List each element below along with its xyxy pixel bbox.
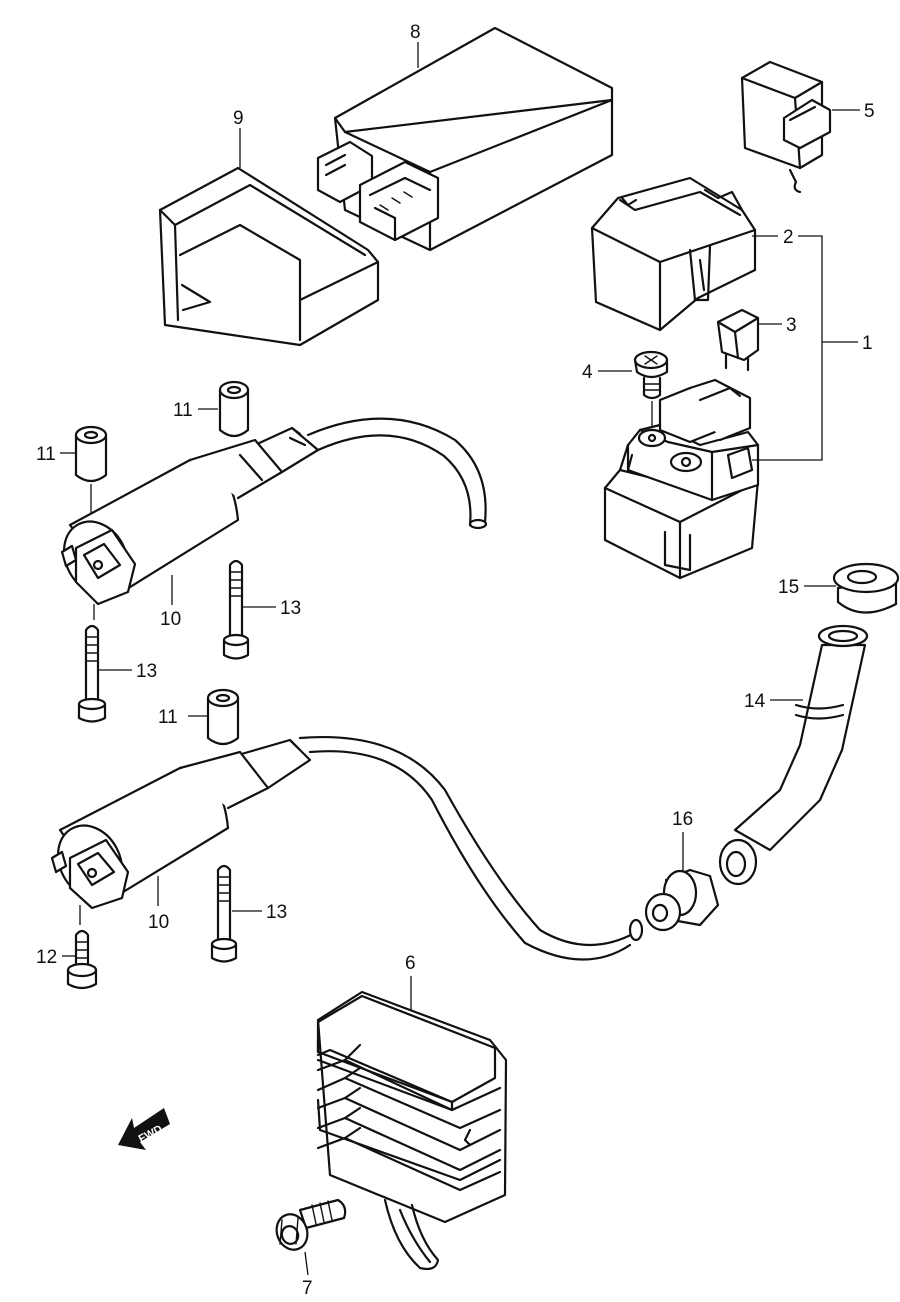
callout-leaders	[60, 42, 860, 1276]
callout-3: 3	[786, 315, 797, 336]
callout-11-lower: 11	[158, 707, 178, 728]
callout-13-c: 13	[266, 902, 287, 923]
part-6-regulator	[316, 990, 508, 1271]
part-2-relay-cover	[590, 176, 757, 332]
part-14-tube	[718, 624, 869, 886]
callout-2: 2	[783, 227, 794, 248]
part-16-grommet	[644, 868, 720, 932]
part-1-starter-relay	[603, 378, 760, 580]
callout-13-b: 13	[136, 661, 157, 682]
part-13-bolt-a	[222, 559, 250, 660]
callout-11-left: 11	[36, 444, 56, 465]
callout-11-upper: 11	[173, 400, 193, 421]
part-11-spacer-left	[74, 425, 108, 548]
arrow-left-icon	[118, 1108, 170, 1150]
callout-15: 15	[778, 577, 799, 598]
callout-13-a: 13	[280, 598, 301, 619]
callout-14: 14	[744, 691, 766, 712]
callout-9: 9	[233, 108, 244, 129]
part-11-spacer-lower	[206, 688, 240, 746]
callout-8: 8	[410, 22, 421, 43]
part-3-fuse	[716, 308, 760, 372]
part-10-ignition-coil-lower	[50, 736, 644, 961]
callout-4: 4	[582, 362, 593, 383]
part-8-control-unit	[316, 26, 614, 252]
callout-7: 7	[302, 1278, 313, 1299]
callout-1: 1	[862, 333, 873, 354]
callout-numbers: 8 9 5 2 1 3 4 11 11 10 13 13 11 14 15 16…	[36, 22, 875, 1299]
part-5-relay	[740, 60, 832, 194]
part-13-bolt-b	[77, 624, 107, 723]
part-13-bolt-c	[210, 864, 238, 963]
callout-12: 12	[36, 947, 57, 968]
callout-5: 5	[864, 101, 875, 122]
part-10-ignition-coil-upper	[60, 417, 488, 620]
callout-10-upper: 10	[160, 609, 181, 630]
part-11-spacer-upper	[218, 380, 250, 438]
part-7-screw	[275, 1198, 347, 1251]
part-15-cap	[832, 562, 900, 614]
part-9-cover	[158, 166, 380, 347]
callout-10-lower: 10	[148, 912, 169, 933]
callout-16: 16	[672, 809, 693, 830]
callout-6: 6	[405, 953, 416, 974]
part-12-bolt	[66, 929, 98, 990]
fwd-direction-arrow: FWD	[118, 1108, 170, 1150]
part-4-screw	[633, 350, 669, 430]
